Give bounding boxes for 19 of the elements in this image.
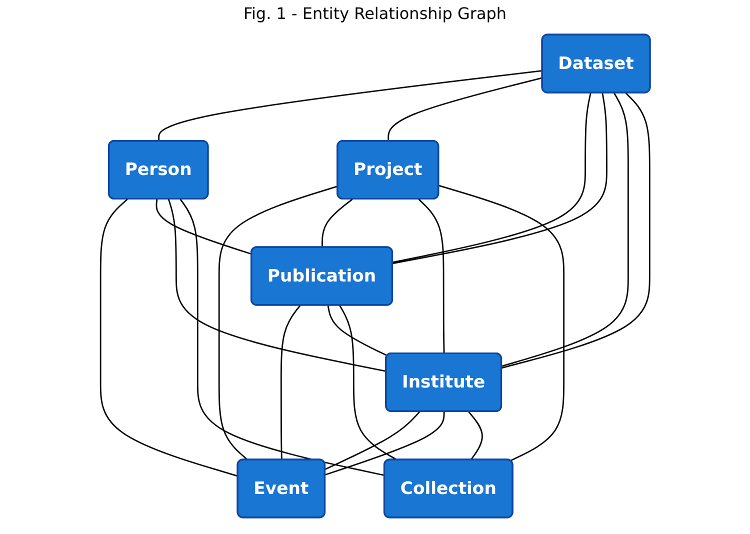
connector — [418, 198, 445, 354]
connector — [280, 305, 300, 460]
connector — [218, 186, 338, 461]
connector — [438, 184, 564, 462]
connector — [155, 199, 252, 255]
figure-title: Fig. 1 - Entity Relationship Graph — [242, 4, 508, 25]
connector — [321, 198, 352, 248]
connector — [468, 411, 483, 460]
connector — [180, 198, 385, 476]
connector — [324, 411, 420, 470]
connector — [501, 92, 629, 367]
connector — [338, 305, 398, 461]
connector — [100, 198, 238, 477]
connector — [501, 92, 650, 369]
connector — [327, 305, 388, 356]
connector — [158, 70, 542, 142]
connector — [168, 199, 386, 372]
connector — [387, 77, 542, 142]
connector — [324, 412, 445, 476]
